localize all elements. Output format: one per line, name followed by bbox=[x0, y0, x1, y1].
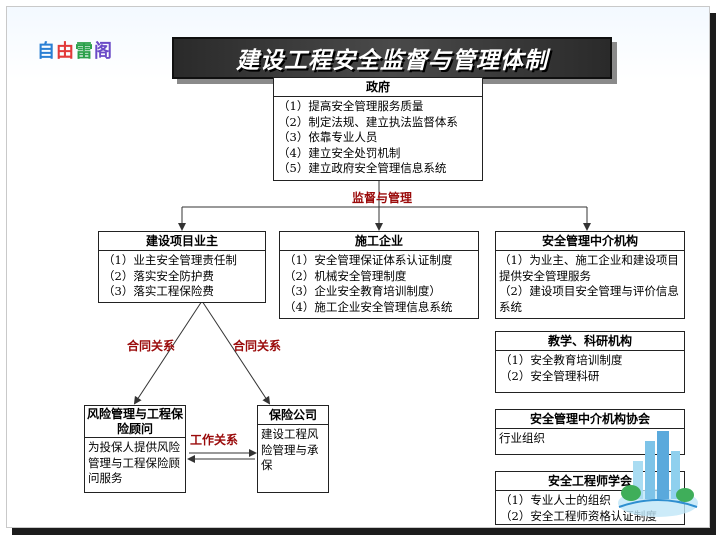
agency-item: （1）为业主、施工企业和建设项目提供安全管理服务 bbox=[499, 253, 679, 283]
insurer-box: 保险公司 建设工程风险管理与承保 bbox=[257, 405, 329, 493]
owner-box: 建设项目业主 （1）业主安全管理责任制 （2）落实安全防护费 （3）落实工程保险… bbox=[98, 231, 266, 303]
risk-body: 为投保人提供风险管理与工程保险顾问服务 bbox=[88, 440, 180, 485]
research-box: 教学、科研机构 （1）安全教育培训制度 （2）安全管理科研 bbox=[495, 331, 685, 393]
government-box: 政府 （1）提高安全管理服务质量 （2）制定法规、建立执法监督体系 （3）依靠专… bbox=[273, 77, 483, 181]
government-item: （3）依靠专业人员 bbox=[278, 130, 378, 144]
contract-label-right: 合同关系 bbox=[233, 339, 282, 353]
research-item: （2）安全管理科研 bbox=[500, 368, 600, 383]
engineer-item: （1）专业人士的组织 bbox=[500, 493, 611, 507]
government-item: （5）建立政府安全管理信息系统 bbox=[278, 161, 447, 175]
research-head: 教学、科研机构 bbox=[496, 332, 684, 351]
association-body: 行业组织 bbox=[499, 431, 545, 445]
agency-box: 安全管理中介机构 （1）为业主、施工企业和建设项目提供安全管理服务 （2）建设项… bbox=[495, 231, 685, 319]
government-item: （4）建立安全处罚机制 bbox=[278, 145, 401, 160]
engineer-item: （2）安全工程师资格认证制度 bbox=[500, 508, 657, 523]
risk-head: 风险管理与工程保险顾问 bbox=[85, 407, 185, 438]
owner-head: 建设项目业主 bbox=[99, 232, 265, 251]
contractor-item: （2）机械安全管理制度 bbox=[284, 268, 407, 283]
research-item: （1）安全教育培训制度 bbox=[500, 353, 623, 367]
logo: 自由雷阁 bbox=[37, 41, 113, 62]
supervise-label: 监督与管理 bbox=[352, 191, 413, 205]
page-title: 建设工程安全监督与管理体制 bbox=[236, 47, 548, 74]
government-item: （2）制定法规、建立执法监督体系 bbox=[278, 114, 458, 129]
contract-label-left: 合同关系 bbox=[127, 339, 176, 353]
contractor-head: 施工企业 bbox=[280, 232, 478, 251]
government-item: （1）提高安全管理服务质量 bbox=[278, 99, 424, 113]
insurer-body: 建设工程风险管理与承保 bbox=[261, 427, 319, 472]
owner-item: （3）落实工程保险费 bbox=[103, 284, 214, 298]
contractor-item: （4）施工企业安全管理信息系统 bbox=[284, 299, 453, 314]
government-head: 政府 bbox=[274, 78, 482, 97]
risk-box: 风险管理与工程保险顾问 为投保人提供风险管理与工程保险顾问服务 bbox=[84, 405, 186, 493]
contractor-item: （1）安全管理保证体系认证制度 bbox=[284, 253, 453, 267]
agency-head: 安全管理中介机构 bbox=[496, 232, 684, 251]
association-box: 安全管理中介机构协会 行业组织 bbox=[495, 409, 685, 455]
agency-body: （1）为业主、施工企业和建设项目提供安全管理服务 （2）建设项目安全管理与评价信… bbox=[496, 251, 684, 317]
arrow-insurer bbox=[201, 300, 271, 405]
insurer-head: 保险公司 bbox=[258, 406, 328, 425]
owner-item: （2）落实安全防护费 bbox=[103, 268, 214, 283]
engineer-head: 安全工程师学会 bbox=[496, 472, 684, 491]
contractor-item: （3）企业安全教育培训制度） bbox=[284, 284, 441, 298]
slide: 自由雷阁 建设工程安全监督与管理体制 政府 （1）提高安全管理服务质量 （2）制… bbox=[6, 6, 710, 528]
contractor-box: 施工企业 （1）安全管理保证体系认证制度 （2）机械安全管理制度 （3）企业安全… bbox=[279, 231, 479, 319]
agency-item: （2）建设项目安全管理与评价信息系统 bbox=[499, 284, 679, 314]
work-label: 工作关系 bbox=[190, 433, 239, 447]
association-head: 安全管理中介机构协会 bbox=[496, 410, 684, 429]
city-illustration-icon bbox=[618, 431, 698, 517]
arrow-risk bbox=[133, 300, 203, 405]
title-bar: 建设工程安全监督与管理体制 bbox=[172, 37, 612, 79]
owner-item: （1）业主安全管理责任制 bbox=[103, 253, 237, 267]
connector-lines bbox=[133, 181, 591, 463]
